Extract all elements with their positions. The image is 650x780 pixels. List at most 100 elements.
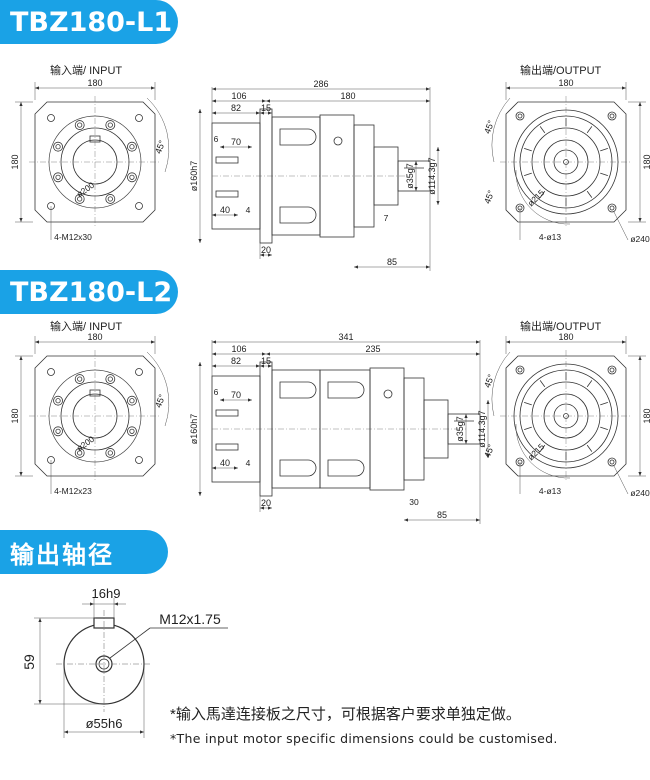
- arrowhead: [212, 213, 216, 217]
- side-d20-dim: 20: [261, 245, 271, 255]
- arrowhead: [506, 86, 510, 90]
- side-motor-key: [215, 156, 239, 164]
- input-angle-arc: [146, 351, 170, 427]
- side-d40-dim: 40: [220, 205, 230, 215]
- arrowhead: [476, 518, 480, 522]
- arrowhead: [248, 398, 252, 402]
- input-bolt-hole: [53, 395, 63, 406]
- output-corner-hole-inner: [517, 367, 523, 373]
- shaft-dia-dim: ø55h6: [86, 716, 123, 731]
- arrowhead: [638, 102, 642, 106]
- output-pcd-dim: ø215: [525, 441, 546, 462]
- output-corner-hole: [515, 365, 525, 375]
- arrowhead: [212, 466, 216, 470]
- input-bolt-hole: [127, 395, 137, 406]
- side-d4-dim: 4: [246, 205, 251, 215]
- side-overall-dim: 286: [313, 79, 328, 89]
- output-corner-hole: [515, 111, 525, 121]
- side-d82-dim: 82: [231, 103, 241, 113]
- input-bolt-hole: [105, 448, 116, 458]
- arrowhead: [506, 340, 510, 344]
- side-d15-dim: 15: [261, 103, 271, 113]
- side-flange-dim: ø160h7: [189, 161, 199, 192]
- output-flange-outline: [505, 101, 627, 223]
- shaft-section-title: 输出轴径: [0, 530, 168, 574]
- side-motor-key: [215, 409, 239, 417]
- output-outer-dim: ø240: [630, 234, 650, 244]
- arrowhead: [260, 111, 264, 115]
- arrowhead: [90, 602, 94, 606]
- output-width-dim: 180: [558, 332, 573, 342]
- arrowhead: [19, 218, 23, 222]
- output-rib: [539, 190, 546, 198]
- side-d20-dim: 20: [261, 498, 271, 508]
- arrowhead: [268, 111, 272, 115]
- output-rib: [600, 172, 608, 176]
- side-pilot-dim: ø114.3g7: [477, 410, 487, 447]
- arrowhead: [212, 340, 216, 344]
- output-label-l1: 输出端/OUTPUT: [520, 65, 602, 77]
- output-pcd-arc: [515, 169, 571, 225]
- input-height-dim: 180: [10, 408, 20, 423]
- arrowhead: [220, 145, 224, 149]
- output-height-dim: 180: [642, 408, 650, 423]
- arrowhead: [151, 340, 155, 344]
- side-overall-dim: 341: [338, 332, 353, 342]
- input-width-dim: 180: [87, 332, 102, 342]
- input-bolt-hole: [105, 374, 116, 384]
- input-bolt-hole: [105, 194, 116, 204]
- output-rib: [539, 126, 546, 134]
- side-d70-dim: 70: [231, 137, 241, 147]
- arrowhead: [262, 99, 266, 103]
- note-english: *The input motor specific dimensions cou…: [170, 731, 558, 746]
- arrowhead: [414, 187, 418, 191]
- arrowhead: [198, 492, 202, 496]
- output-rib: [524, 402, 532, 406]
- side-d70-dim: 70: [231, 390, 241, 400]
- output-rib: [586, 444, 593, 452]
- input-bolt-hole: [127, 172, 137, 183]
- arrowhead: [486, 454, 490, 458]
- output-label-l2: 输出端/OUTPUT: [520, 321, 602, 333]
- input-label-l2: 输入端/ INPUT: [50, 321, 123, 333]
- arrowhead: [426, 265, 430, 269]
- side-d106-dim: 106: [231, 344, 246, 354]
- arrowhead: [476, 352, 480, 356]
- output-rib: [600, 402, 608, 406]
- output-angle2-dim: 45°: [482, 188, 496, 205]
- input-bolt-hole-inner: [55, 398, 61, 404]
- input-angle-dim: 45°: [153, 392, 167, 409]
- input-width-dim: 180: [87, 78, 102, 88]
- input-bolt-hole-inner: [77, 376, 83, 382]
- arrowhead: [19, 356, 23, 360]
- output-rib: [524, 172, 532, 176]
- output-flange-outline: [505, 355, 627, 477]
- arrowhead: [212, 352, 216, 356]
- output-rib: [586, 380, 593, 388]
- side-d85-dim: 85: [437, 510, 447, 520]
- input-bolt-hole: [74, 374, 85, 384]
- input-bolt-hole-inner: [55, 174, 61, 180]
- input-bolt-hole: [53, 426, 63, 437]
- output-width-dim: 180: [558, 78, 573, 88]
- arrowhead: [464, 440, 468, 444]
- arrowhead: [19, 472, 23, 476]
- input-bolt-hole-inner: [77, 122, 83, 128]
- side-output-shaft: [447, 413, 481, 445]
- arrowhead: [414, 161, 418, 165]
- arrowhead: [198, 362, 202, 366]
- side-d180-dim: 235: [365, 344, 380, 354]
- output-rib: [539, 380, 546, 388]
- arrowhead: [426, 87, 430, 91]
- side-d85-dim: 85: [387, 257, 397, 267]
- input-corner-hole: [47, 114, 55, 122]
- arrowhead: [404, 518, 408, 522]
- arrowhead: [198, 239, 202, 243]
- shaft-thread-leader: [109, 627, 151, 659]
- input-corner-hole: [135, 114, 143, 122]
- shaft-thread-dim: M12x1.75: [159, 611, 221, 627]
- arrowhead: [268, 364, 272, 368]
- output-corner-hole-inner: [609, 113, 615, 119]
- input-bolt-hole-inner: [55, 144, 61, 150]
